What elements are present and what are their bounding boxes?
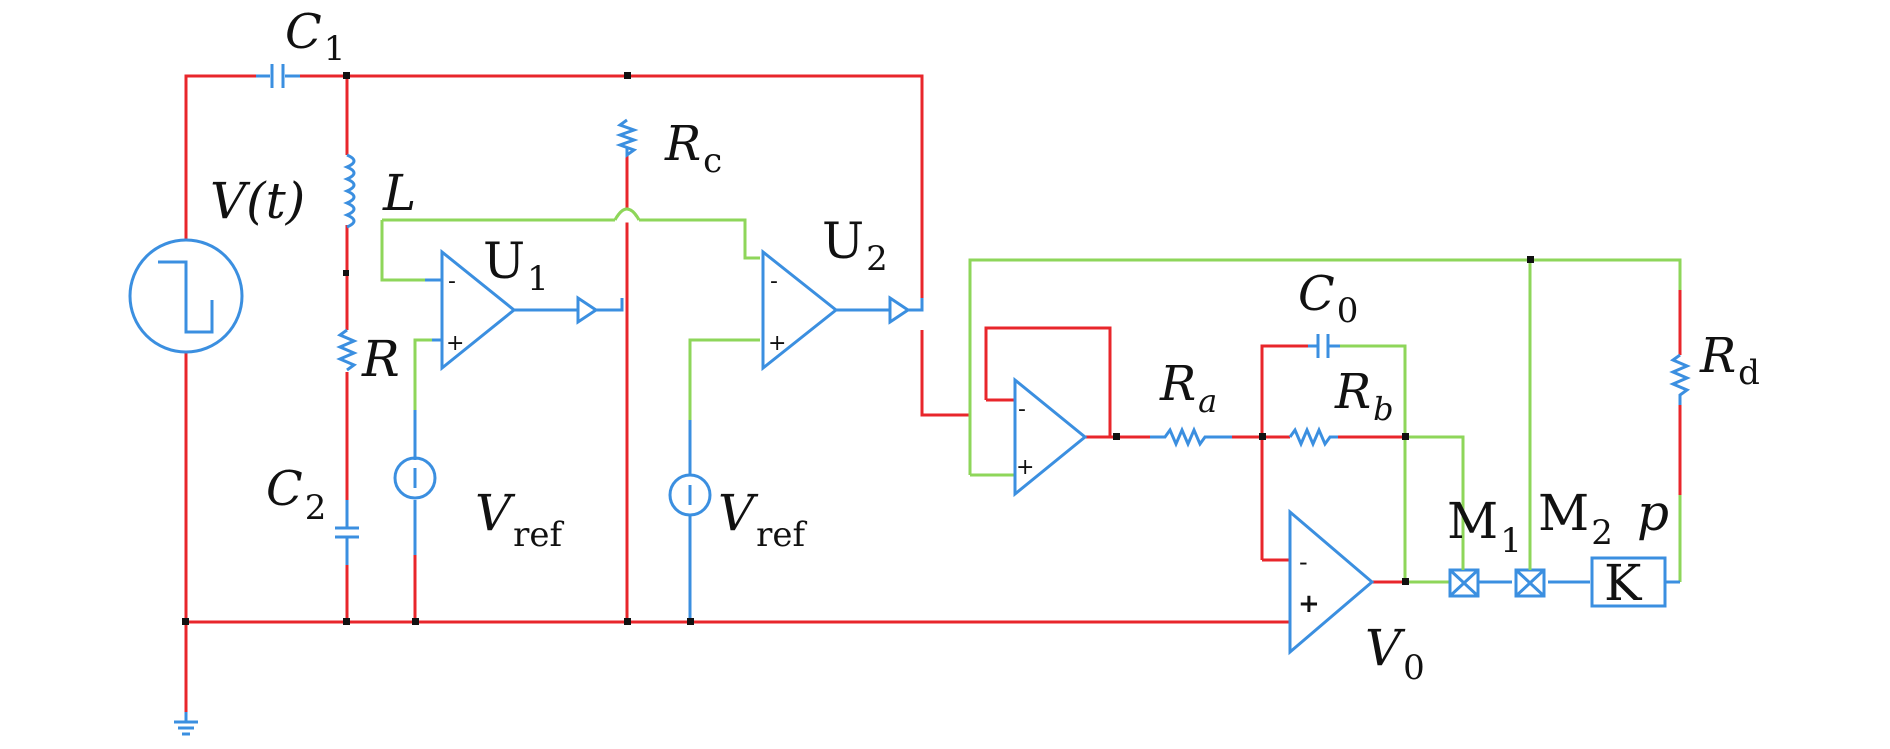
wire-vref2-to-u2 <box>688 338 760 420</box>
ground-icon <box>174 712 198 736</box>
source-circle <box>128 238 244 354</box>
wire-top-rail <box>300 74 924 310</box>
resistor-rc <box>615 118 639 158</box>
inductor-l <box>343 153 356 229</box>
opamp-buffer-minus: - <box>1018 397 1026 422</box>
label-l: L <box>382 164 416 222</box>
label-c1: C1 <box>285 4 345 69</box>
resistor-rb <box>1288 426 1338 448</box>
resistor-rd <box>1669 353 1691 405</box>
square-wave-icon <box>158 260 214 334</box>
junction-nodes <box>182 72 1534 625</box>
label-k: K <box>1604 554 1643 612</box>
wire-vref1-to-u1 <box>413 338 432 410</box>
label-c0: C0 <box>1298 266 1358 331</box>
opamp-u2-plus: + <box>768 331 786 356</box>
label-u2: U2 <box>822 212 888 279</box>
label-u1: U1 <box>483 232 549 299</box>
label-v0: V0 <box>1365 619 1425 688</box>
wire-c0-left <box>1260 344 1308 560</box>
capacitor-c2 <box>335 500 359 565</box>
opamp-u1: - + <box>425 248 517 372</box>
green-wires <box>380 218 1682 584</box>
opamp-v0-minus: - <box>1299 548 1308 576</box>
opamp-v0-body <box>1288 508 1375 656</box>
opamp-v0: - + <box>1288 508 1375 656</box>
memristor-m1 <box>1448 560 1480 598</box>
memristor-m2 <box>1514 560 1546 598</box>
label-m1: M1 <box>1447 492 1522 561</box>
opamp-u1-plus: + <box>446 331 464 356</box>
wire-l-to-u1 <box>380 220 425 282</box>
resistor-ra <box>1150 426 1232 448</box>
wire-u2-buffer-out <box>908 298 924 312</box>
label-c2: C2 <box>266 461 326 528</box>
voltage-source-vt <box>128 238 244 354</box>
labels: C1 V(t) L R C2 Rc U1 U2 Vref Vref C0 Ra … <box>210 4 1760 688</box>
label-vt: V(t) <box>210 172 305 230</box>
wire-l-to-u2 <box>382 218 760 260</box>
blue-wires <box>256 74 1680 622</box>
resistor-r <box>336 328 358 372</box>
k-block <box>1590 556 1667 608</box>
label-r: R <box>361 330 400 388</box>
buffer-u2 <box>888 295 911 325</box>
label-rd: Rd <box>1699 328 1760 393</box>
label-vref2: Vref <box>718 484 807 555</box>
label-p: p <box>1637 484 1669 542</box>
vref1-source <box>393 456 437 500</box>
opamp-u1-body <box>440 248 517 372</box>
opamp-u2-minus: - <box>770 269 778 294</box>
label-rc: Rc <box>664 116 722 181</box>
opamp-u2: - + <box>761 248 839 372</box>
wire-u2-to-buffer <box>920 330 970 417</box>
opamp-u2-body <box>761 248 839 372</box>
opamp-buffer-plus: + <box>1016 455 1034 480</box>
label-rb: Rb <box>1334 364 1394 428</box>
wire-top-feedback <box>968 258 1682 475</box>
opamp-buffer-body <box>1013 376 1088 498</box>
opamp-buffer: - + <box>986 376 1088 498</box>
capacitor-c1 <box>270 64 285 88</box>
wire-rb-to-m1 <box>1405 435 1465 560</box>
wire-u1-buffer-out <box>596 298 624 312</box>
label-m2: M2 <box>1538 484 1613 553</box>
buffer-u1 <box>576 295 599 325</box>
vref2-source <box>668 473 712 517</box>
label-ra: Ra <box>1159 356 1217 420</box>
label-vref1: Vref <box>475 484 564 555</box>
capacitor-c0 <box>1308 334 1340 358</box>
wire-left-top <box>184 74 256 240</box>
opamp-v0-plus: + <box>1298 589 1320 619</box>
opamp-u1-minus: - <box>448 269 456 294</box>
wire-c0-right <box>1340 344 1407 582</box>
